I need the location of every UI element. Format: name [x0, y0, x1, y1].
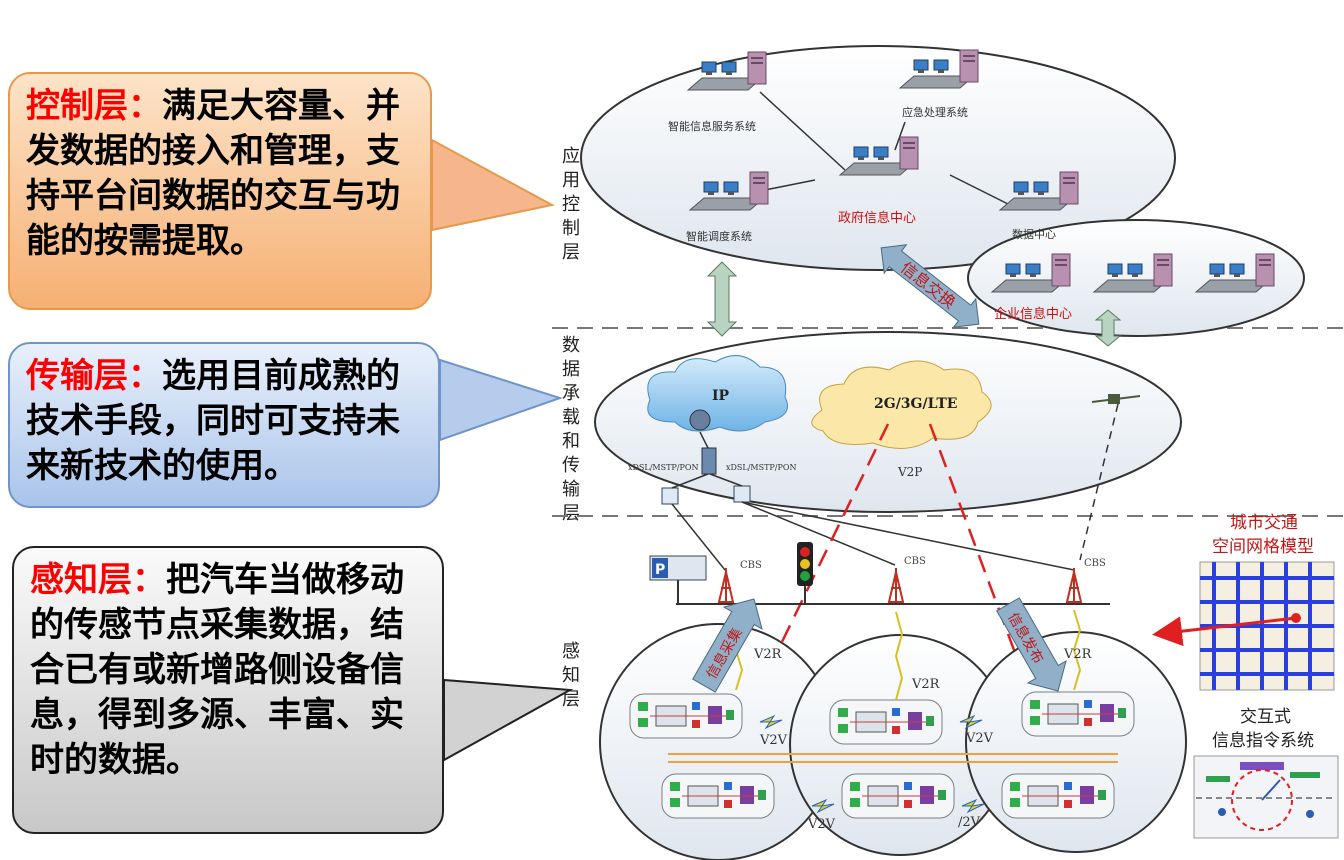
v2p-label: V2P	[897, 465, 922, 479]
grid-title-2: 空间网格模型	[1212, 537, 1314, 557]
control-layer-text: 满足大容量、并发数据的接入和管理，支持平台间数据的交互与功能的按需提取。	[26, 86, 400, 261]
layer-arrow-right	[1094, 309, 1122, 347]
vehicle-5	[841, 773, 955, 819]
command-system-image	[1193, 755, 1339, 839]
grid-to-network-arrow	[1152, 616, 1297, 647]
sense-layer-label: 感知层	[562, 641, 580, 710]
layer-arrow-left	[706, 261, 738, 337]
enterprise-ellipse	[967, 219, 1305, 337]
cell-circle-3	[965, 631, 1187, 853]
modem-icon-right	[733, 485, 751, 503]
dispatch-label: 智能调度系统	[686, 229, 752, 243]
cbs-label-3: CBS	[1084, 558, 1106, 569]
enterprise-label: 企业信息中心	[994, 306, 1072, 322]
data-center-label: 数据中心	[1012, 227, 1056, 241]
emergency-label: 应急处理系统	[902, 105, 968, 119]
app-layer-label: 应用控制层	[562, 146, 580, 263]
cellular-cloud	[811, 360, 992, 449]
vehicle-2	[829, 699, 943, 745]
vehicle-3	[1021, 691, 1135, 737]
cbs-label-1: CBS	[740, 560, 762, 571]
v2r-label-1: V2R	[753, 647, 783, 662]
v2v-label-2: V2V	[965, 731, 994, 746]
link-right-label: xDSL/MSTP/PON	[726, 463, 796, 472]
perception-layer-callout: 感知层：把汽车当做移动的传感节点采集数据，结合已有或新增路侧设备信息，得到多源、…	[12, 546, 444, 834]
transport-layer-text: 选用目前成熟的技术手段，同时可支持未来新技术的使用。	[26, 356, 400, 486]
vehicle-6	[1001, 773, 1115, 819]
parking-sign: P	[649, 555, 707, 604]
link-left-label: xDSL/MSTP/PON	[628, 463, 698, 472]
traffic-light-icon	[797, 542, 813, 604]
grid-point	[1291, 613, 1301, 623]
v2v-label-3: V2V	[807, 817, 836, 832]
control-layer-callout: 控制层：满足大容量、并发数据的接入和管理，支持平台间数据的交互与功能的按需提取。	[8, 72, 432, 310]
v2r-label-3: V2R	[1063, 647, 1093, 662]
router-icon	[689, 409, 711, 431]
cbs-label-2: CBS	[904, 556, 926, 567]
switch-icon	[701, 447, 717, 475]
control-callout-pointer	[431, 138, 555, 232]
grid-title-1: 城市交通	[1230, 513, 1298, 533]
v2r-label-2: V2R	[911, 677, 941, 692]
transport-layer-heading: 传输层：	[26, 356, 162, 396]
v2v-label-1: V2V	[759, 733, 788, 748]
satellite-icon	[1091, 394, 1141, 404]
perception-layer-heading: 感知层：	[30, 560, 166, 600]
transport-callout-pointer	[439, 358, 564, 442]
ip-label: IP	[712, 388, 730, 404]
cbs-tower-3	[1066, 567, 1082, 603]
cbs-tower-2	[888, 567, 904, 603]
vehicle-4	[661, 773, 775, 819]
perception-callout-pointer	[443, 678, 574, 762]
ip-cloud	[647, 355, 788, 432]
cellular-label: 2G/3G/LTE	[874, 396, 957, 412]
cmd-title-1: 交互式	[1240, 707, 1291, 727]
cmd-title-2: 信息指令系统	[1212, 731, 1314, 751]
modem-icon-left	[661, 487, 679, 505]
v2v-label-4: /2V	[958, 815, 981, 830]
vehicle-1	[629, 693, 743, 739]
data-layer-label: 数据承载和传输层	[562, 335, 580, 524]
control-layer-heading: 控制层：	[26, 86, 162, 126]
parking-sign-label: P	[655, 562, 665, 578]
smart-info-label: 智能信息服务系统	[668, 119, 756, 133]
gov-center-label: 政府信息中心	[838, 210, 916, 226]
perception-layer-text: 把汽车当做移动的传感节点采集数据，结合已有或新增路侧设备信息，得到多源、丰富、实…	[30, 560, 404, 780]
cbs-tower-1	[718, 567, 734, 603]
